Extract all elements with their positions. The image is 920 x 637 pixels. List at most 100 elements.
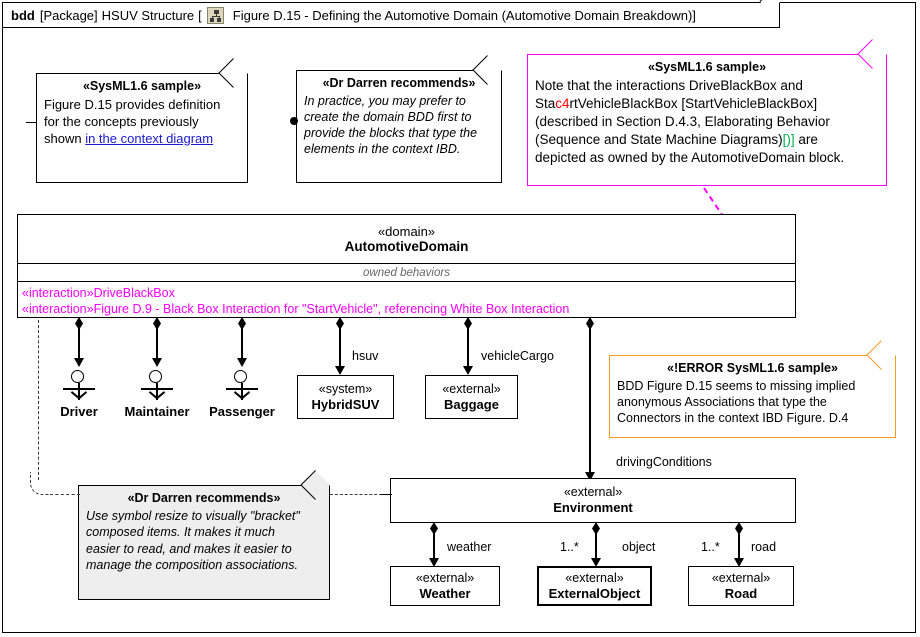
block-name: Road [724,585,758,601]
note-line: Use symbol resize to visually "bracket" [86,508,300,523]
composition-diamond-drivingconditions [586,317,594,330]
note-line: create the domain BDD first to [304,109,472,124]
note-line: Note that the interactions DriveBlackBox… [535,77,803,93]
actor-arms-icon [63,388,95,390]
note-stereotype: «Dr Darren recommends» [322,76,476,90]
connector-line-weather [433,531,435,562]
anchor-dashed-horizontal-right [330,494,392,495]
note-line: for the concepts previously [44,113,199,129]
multiplicity-label-road: 1..* [701,540,720,554]
context-diagram-link[interactable]: in the context diagram [85,130,214,146]
note-text: are [794,131,818,147]
note-line: manage the composition associations. [86,558,298,572]
actor-body-icon [241,383,243,400]
actor-arms-icon [226,388,258,390]
arrowhead-vehiclecargo [463,366,473,375]
note-line: provide the blocks that type the [304,125,478,140]
composition-diamond-hsuv [336,317,344,330]
note-line: depicted as owned by the AutomotiveDomai… [535,149,845,165]
connector-line-drivingconditions [589,326,591,476]
block-definition-diagram-icon [206,6,224,24]
note-line-with-link: shown in the context diagram [44,130,240,147]
arrowhead-maintainer [152,358,162,367]
block-name: AutomotiveDomain [344,239,469,254]
connector-line-driver [78,326,80,363]
note-line-mixed: (Sequence and State Machine Diagrams)[)]… [535,131,879,149]
block-stereotype: «system» [318,381,373,396]
note-text: (Sequence and State Machine Diagrams) [535,131,783,147]
association-label-drivingconditions: drivingConditions [616,455,712,469]
note-line: Connectors in the context IBD Figure. D.… [617,410,849,425]
connector-line-hsuv [339,326,341,371]
block-stereotype: «external» [563,485,623,499]
owned-behavior-item[interactable]: «interaction»DriveBlackBox [22,286,175,300]
diagram-header: bdd [Package] HSUV Structure [ Figure D.… [2,0,780,28]
block-name: ExternalObject [548,585,641,601]
block-name: Baggage [444,396,499,412]
compartment-title-owned-behaviors: owned behaviors [18,264,795,282]
block-externalobject[interactable]: «external» ExternalObject [537,566,652,606]
arrowhead-hsuv [335,366,345,375]
association-label-object: object [622,540,656,554]
block-hybridsuv[interactable]: «system» HybridSUV [297,375,394,419]
connector-line-maintainer [156,326,158,363]
owned-behaviors-list: «interaction»DriveBlackBox «interaction»… [18,282,795,321]
note-line: easier to read, and makes it easier to [86,541,292,556]
actor-arms-icon [141,388,173,390]
note-darren-top[interactable]: «Dr Darren recommends» In practice, you … [296,55,502,183]
actor-label: Maintainer [124,404,190,419]
note-stereotype: «SysML1.6 sample» [647,60,767,74]
association-label-weather: weather [447,540,492,554]
note-line: Figure D.15 provides definition [44,96,221,112]
owned-behavior-item[interactable]: «interaction»Figure D.9 - Black Box Inte… [22,302,570,316]
diagram-package-name: HSUV Structure [101,7,195,23]
block-stereotype: «external» [565,570,624,585]
actor-head-icon [149,370,162,383]
note-line: anonymous Associations that type the [617,394,827,409]
note-text: rtVehicleBlackBox [StartVehicleBlackBox] [569,95,818,111]
note-anchor-dot [290,117,298,125]
note-darren-bottom[interactable]: «Dr Darren recommends» Use symbol resize… [78,470,330,600]
anchor-dashed-corner [30,472,53,495]
block-weather[interactable]: «external» Weather [390,566,500,606]
association-label-vehiclecargo: vehicleCargo [481,349,554,363]
note-magenta-sysml-sample[interactable]: «SysML1.6 sample» Note that the interact… [527,39,887,186]
note-line: BDD Figure D.15 seems to missing implied [617,378,856,393]
header-corner-clip [759,0,780,12]
note-line: composed items. It makes it much [86,525,275,539]
actor-body-icon [78,383,80,400]
arrowhead-passenger [237,358,247,367]
connector-line-road [738,531,740,562]
arrowhead-drivingconditions [585,472,595,481]
connector-line-passenger [241,326,243,363]
note-stereotype: «!ERROR SysML1.6 sample» [667,361,838,375]
composition-diamond-passenger [238,317,246,330]
connector-line-vehiclecargo [467,326,469,371]
actor-body-icon [156,383,158,400]
block-baggage[interactable]: «external» Baggage [425,375,518,419]
anchor-dashed-vertical [38,320,39,480]
composition-diamond-vehiclecargo [464,317,472,330]
note-error-sysml-sample[interactable]: «!ERROR SysML1.6 sample» BDD Figure D.15… [609,340,896,438]
arrowhead-road [734,558,744,567]
block-automotive-domain[interactable]: «domain» AutomotiveDomain owned behavior… [17,214,796,318]
note-text-red: c4 [555,95,570,111]
note-line: elements in the context IBD. [304,141,461,156]
composition-diamond-driver [75,317,83,330]
composition-diamond-weather [430,522,438,535]
note-sysml-sample[interactable]: «SysML1.6 sample» Figure D.15 provides d… [36,58,248,183]
composition-diamond-object [592,522,600,535]
note-anchor-stub-left [26,122,37,123]
composition-diamond-maintainer [153,317,161,330]
note-text-green: [)] [782,131,795,147]
block-name: HybridSUV [311,396,380,412]
block-environment[interactable]: «external» Environment [390,478,796,523]
header-open-bracket: [ [198,7,202,23]
block-stereotype: «external» [415,570,475,585]
actor-label: Passenger [209,404,275,419]
note-line: (described in Section D.4.3, Elaborating… [535,113,830,129]
arrowhead-object [591,558,601,567]
arrowhead-weather [429,558,439,567]
block-road[interactable]: «external» Road [688,566,794,606]
